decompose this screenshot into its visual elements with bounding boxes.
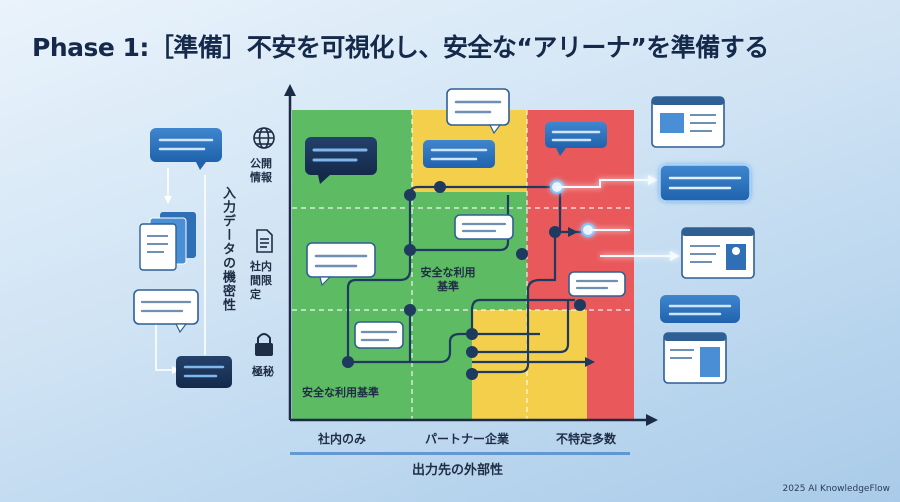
input-bubble-bottom [176, 356, 232, 388]
x-level-internal: 社内のみ [318, 432, 367, 446]
axes [284, 84, 658, 426]
y-level-secret: 極秘 [252, 365, 274, 378]
document-stack-icon [139, 212, 196, 271]
document-icon [256, 229, 273, 253]
zone-label-mid: 安全な利用基準 [420, 266, 476, 293]
zone-label-safe: 安全な利用基準 [302, 386, 379, 399]
chat-bubble-white-3 [306, 242, 376, 287]
input-bubble-middle [133, 289, 199, 334]
flow-paths [346, 185, 595, 374]
x-level-public: 不特定多数 [556, 432, 617, 446]
chat-bubble-dark [305, 137, 377, 184]
y-axis-label: 入力データの機密性 [220, 186, 235, 312]
chat-bubble-blue-1 [423, 140, 495, 168]
left-flow-line [155, 168, 206, 374]
chat-bubble-white-5 [568, 271, 626, 297]
y-level-public: 公開情報 [250, 157, 272, 184]
output-arrows [557, 175, 680, 261]
chat-bubble-white-4 [354, 321, 404, 349]
input-bubble-top [150, 128, 222, 170]
output-window-1 [651, 96, 725, 148]
lock-icon [255, 333, 273, 356]
chat-bubble-white-1 [446, 88, 510, 135]
flow-nodes [342, 181, 586, 380]
x-axis-label: 出力先の外部性 [412, 463, 504, 478]
x-level-partner: パートナー企業 [425, 432, 510, 446]
output-window-2 [681, 227, 755, 279]
globe-icon [253, 127, 275, 149]
output-window-3 [663, 332, 727, 384]
chat-bubble-blue-2 [545, 122, 607, 156]
y-level-internal: 社内間限定 [250, 260, 272, 301]
copyright: 2025 AI KnowledgeFlow [782, 484, 890, 494]
chat-bubble-white-2 [454, 214, 514, 240]
output-bubble-glow [659, 164, 751, 202]
output-bubble-blue [660, 295, 740, 323]
x-axis-label-underline [290, 452, 630, 455]
page-title: Phase 1:［準備］不安を可視化し、安全な“アリーナ”を準備する [32, 33, 769, 62]
